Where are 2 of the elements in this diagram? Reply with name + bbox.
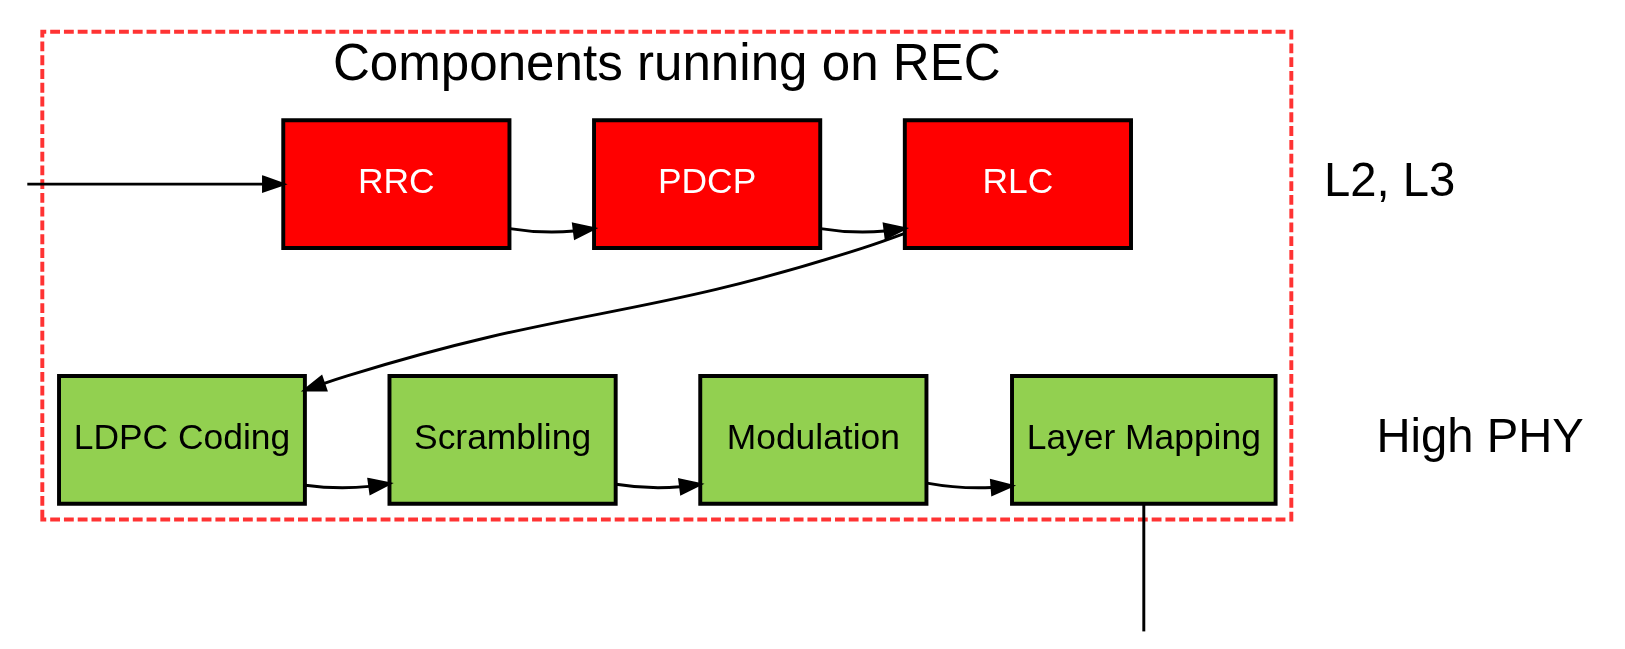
- label: High PHY: [1376, 409, 1584, 463]
- label: L2, L3: [1323, 153, 1455, 207]
